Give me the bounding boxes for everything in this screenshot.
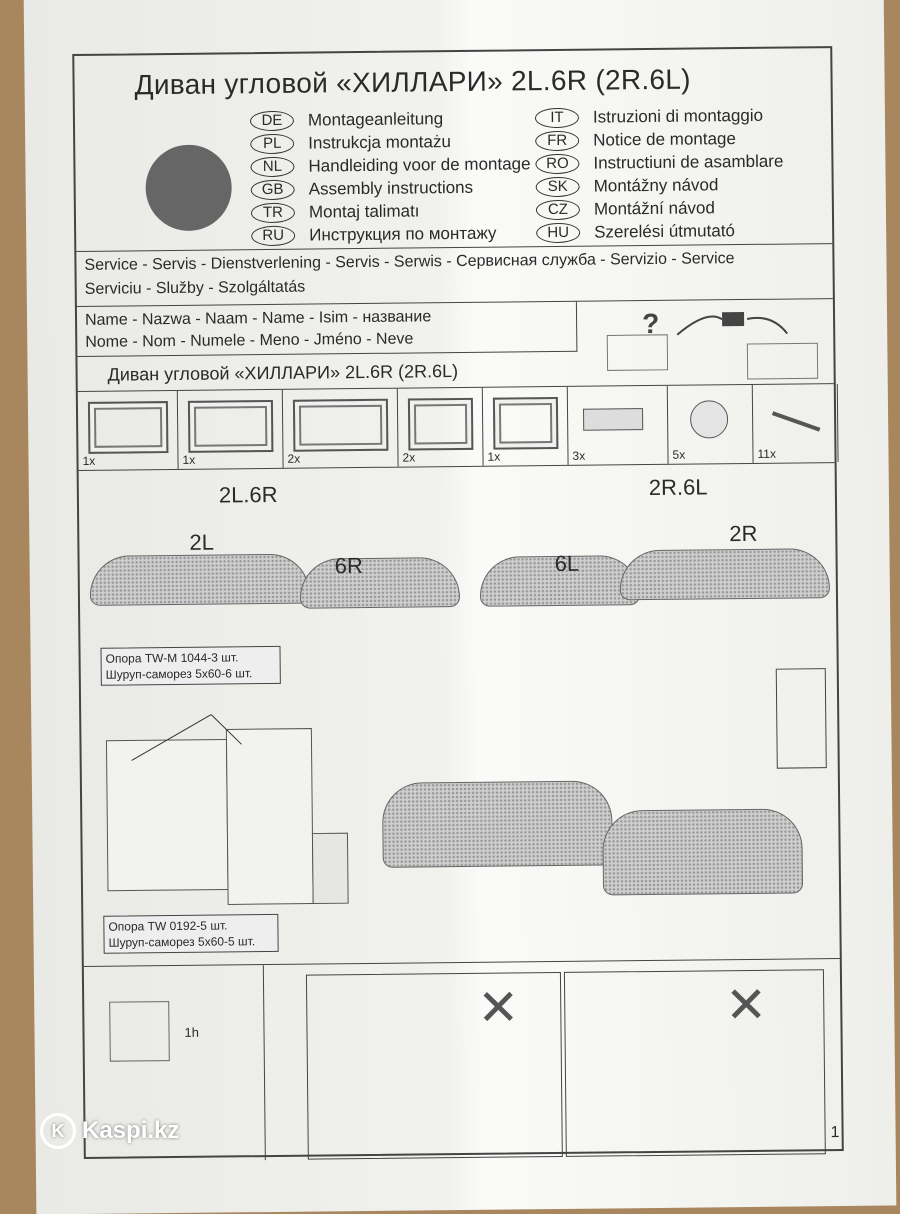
foot-icon (689, 400, 729, 439)
name-row: Name - Nazwa - Naam - Name - Isim - назв… (76, 298, 834, 391)
part-quantity: 1x (82, 453, 96, 468)
name-label-2: Nome - Nom - Numele - Meno - Jméno - Nev… (85, 330, 414, 351)
note-bottom: Опора TW 0192-5 шт.Шуруп-саморез 5х60-5 … (103, 913, 279, 954)
language-tr: TR Montaj talimatı (250, 200, 420, 224)
variant-left-title: 2L.6R (218, 481, 278, 508)
label-6r: 6R (334, 553, 363, 579)
prohibited-icon: ✕ (724, 976, 768, 1034)
service-text: Service - Servis - Dienstverlening - Ser… (84, 250, 735, 274)
panel-part-icon (407, 397, 474, 451)
instruction-sheet: Диван угловой «ХИЛЛАРИ» 2L.6R (2R.6L) DE… (23, 0, 897, 1214)
product-name: Диван угловой «ХИЛЛАРИ» 2L.6R (2R.6L) (107, 361, 459, 385)
part-6: 3x (567, 385, 669, 465)
part-2: 1x (177, 389, 284, 469)
language-ru: RU Инструкция по монтажу (251, 223, 497, 248)
part-quantity: 1x (487, 449, 501, 464)
language-code: RO (535, 153, 580, 175)
panel-part-icon (187, 399, 274, 453)
language-label: Szerelési útmutató (594, 221, 736, 242)
part-quantity: 1x (182, 452, 196, 467)
part-8: 11x (752, 384, 839, 463)
sofa-assembly-image (381, 780, 613, 868)
sofa-left-chaise (299, 557, 461, 609)
language-label: Istruzioni di montaggio (592, 105, 764, 127)
language-code: SK (535, 176, 580, 198)
chaise-assembly-image (602, 808, 804, 896)
label-2l: 2L (189, 529, 214, 555)
language-label: Montaj talimatı (308, 201, 420, 222)
document-title: Диван угловой «ХИЛЛАРИ» 2L.6R (2R.6L) (134, 63, 691, 101)
part-quantity: 11x (757, 446, 777, 461)
part-7: 5x (667, 384, 754, 464)
panel-part-icon (87, 401, 169, 454)
language-gb: GB Assembly instructions (250, 177, 474, 201)
language-code: PL (250, 133, 295, 155)
language-code: FR (535, 130, 580, 152)
label-2r: 2R (729, 520, 758, 547)
prohibited-icon: ✕ (476, 979, 520, 1036)
two-people-icon (109, 1001, 170, 1062)
connector-detail-icon (775, 668, 827, 769)
language-it: IT Istruzioni di montaggio (534, 105, 764, 129)
assembly-time: 1h (184, 1024, 200, 1040)
language-label: Notice de montage (593, 129, 736, 150)
part-5: 1x (482, 386, 569, 466)
part-quantity: 5x (672, 447, 686, 462)
language-code: DE (249, 110, 295, 132)
no-ironing-panel: ✕ (563, 969, 826, 1157)
bottom-row: 1h ✕ ✕ 1 (83, 958, 842, 1162)
document-frame: Диван угловой «ХИЛЛАРИ» 2L.6R (2R.6L) DE… (72, 46, 844, 1162)
language-nl: NL Handleiding voor de montage (250, 153, 531, 178)
part-quantity: 2x (402, 450, 416, 465)
language-sk: SK Montážny návod (535, 174, 719, 198)
kaspi-logo-icon: K (40, 1113, 76, 1149)
variant-right-title: 2R.6L (648, 474, 708, 501)
language-label: Montageanleitung (307, 109, 444, 130)
language-label: Instrukcja montażu (308, 132, 451, 153)
part-4: 2x (397, 387, 484, 467)
language-label: Handleiding voor de montage (308, 154, 531, 176)
language-code: TR (250, 202, 296, 224)
svg-text:?: ? (642, 308, 659, 339)
part-1: 1x (77, 390, 179, 470)
name-label: Name - Nazwa - Naam - Name - Isim - назв… (84, 308, 432, 329)
language-ro: RO Instructiuni de asamblare (535, 151, 783, 176)
label-6l: 6L (554, 550, 580, 577)
language-code: CZ (535, 199, 581, 221)
language-label: Инструкция по монтажу (309, 223, 497, 245)
service-call-icon: ? (606, 308, 819, 380)
panel-part-icon (292, 398, 389, 452)
language-label: Assembly instructions (308, 177, 474, 199)
language-fr: FR Notice de montage (535, 128, 736, 152)
language-label: Montážní návod (593, 198, 715, 219)
service-row: Service - Servis - Dienstverlening - Ser… (76, 243, 833, 306)
language-code: IT (534, 107, 580, 129)
no-wet-cleaning-panel: ✕ (305, 971, 563, 1160)
service-text-2: Serviciu - Služby - Szolgáltatás (84, 278, 306, 298)
sofa-right-image (619, 548, 831, 601)
language-hu: HU Szerelési útmutató (536, 220, 735, 244)
support-block-icon (583, 408, 644, 431)
language-label: Montážny návod (593, 175, 719, 196)
language-cz: CZ Montážní návod (535, 197, 715, 221)
sofa-left-image (89, 553, 311, 606)
language-code: RU (251, 225, 296, 247)
part-3: 2x (282, 388, 399, 468)
read-manual-icon (145, 144, 233, 232)
language-pl: PL Instrukcja montażu (250, 131, 451, 155)
language-code: NL (250, 156, 295, 178)
part-quantity: 2x (287, 451, 301, 466)
part-quantity: 3x (572, 448, 586, 463)
language-code: GB (250, 179, 295, 201)
screw-icon (771, 411, 821, 432)
parts-row: 1x 1x 2x 2x 1x 3x 5x 11x (77, 383, 839, 471)
language-code: HU (536, 222, 581, 244)
panel-part-icon (492, 396, 559, 450)
note-top: Опора TW-M 1044-3 шт.Шуруп-саморез 5х60-… (100, 645, 281, 686)
language-de: DE Montageanleitung (249, 108, 444, 132)
page-number: 1 (830, 1124, 840, 1142)
language-label: Instructiuni de asamblare (593, 151, 784, 173)
assembly-diagram (105, 714, 349, 905)
